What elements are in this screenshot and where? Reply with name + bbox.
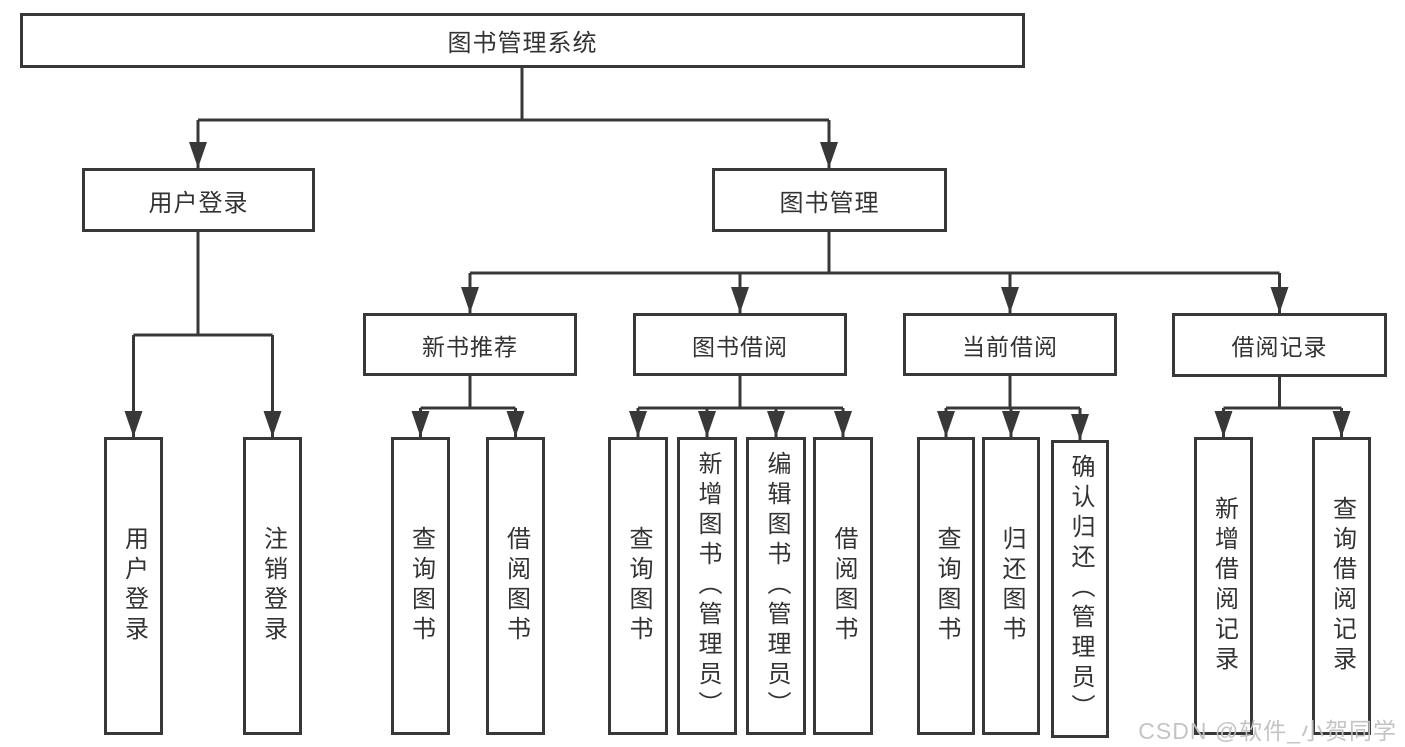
node-library-system: 图书管理系统: [20, 13, 1025, 68]
leaf-query-borrow-record: 查询借阅记录: [1312, 437, 1371, 735]
node-label: 图书借阅: [692, 333, 788, 360]
leaf-label: 借阅图书: [830, 526, 856, 646]
csdn-watermark: CSDN @软件_小贺同学: [1138, 718, 1397, 744]
leaf-label: 查询图书: [407, 526, 434, 646]
leaf-borrow-books-borrowing: 借阅图书: [813, 437, 873, 735]
leaf-add-borrow-record: 新增借阅记录: [1194, 437, 1253, 735]
leaf-return-books: 归还图书: [982, 437, 1040, 735]
leaf-label: 新增借阅记录: [1210, 496, 1237, 676]
node-new-book-recommend: 新书推荐: [363, 313, 577, 376]
node-user-login: 用户登录: [82, 168, 315, 232]
node-label: 图书管理: [779, 189, 880, 217]
leaf-label: 查询图书: [625, 526, 651, 646]
leaf-borrow-books-recommend: 借阅图书: [486, 437, 545, 735]
leaf-label: 编辑图书（管理员）: [763, 451, 789, 721]
leaf-label: 用户登录: [120, 526, 147, 646]
node-label: 借阅记录: [1231, 334, 1328, 360]
leaf-edit-books-admin: 编辑图书（管理员）: [746, 437, 806, 735]
leaf-query-books-current: 查询图书: [917, 437, 975, 735]
leaf-label: 查询图书: [933, 526, 959, 646]
leaf-label: 新增图书（管理员）: [694, 451, 720, 721]
node-current-borrowing: 当前借阅: [903, 313, 1117, 376]
leaf-label: 注销登录: [259, 526, 286, 646]
node-label: 用户登录: [148, 189, 249, 217]
leaf-confirm-return-admin: 确认归还（管理员）: [1051, 440, 1109, 738]
node-label: 图书管理系统: [447, 30, 598, 57]
leaf-add-books-admin: 新增图书（管理员）: [677, 437, 737, 735]
node-label: 当前借阅: [962, 333, 1058, 360]
leaf-logout: 注销登录: [243, 437, 302, 735]
leaf-label: 查询借阅记录: [1328, 496, 1355, 676]
arrowhead-icons: [124, 142, 1351, 440]
node-book-borrowing: 图书借阅: [633, 313, 847, 376]
node-borrowing-records: 借阅记录: [1172, 313, 1387, 377]
leaf-label: 借阅图书: [502, 526, 529, 646]
leaf-user-login: 用户登录: [104, 437, 163, 735]
node-book-management: 图书管理: [712, 168, 947, 232]
leaf-label: 确认归还（管理员）: [1067, 454, 1093, 724]
leaf-label: 归还图书: [998, 526, 1024, 646]
leaf-query-books-borrowing: 查询图书: [608, 437, 668, 735]
leaf-query-books-recommend: 查询图书: [391, 437, 450, 735]
node-label: 新书推荐: [422, 333, 518, 360]
